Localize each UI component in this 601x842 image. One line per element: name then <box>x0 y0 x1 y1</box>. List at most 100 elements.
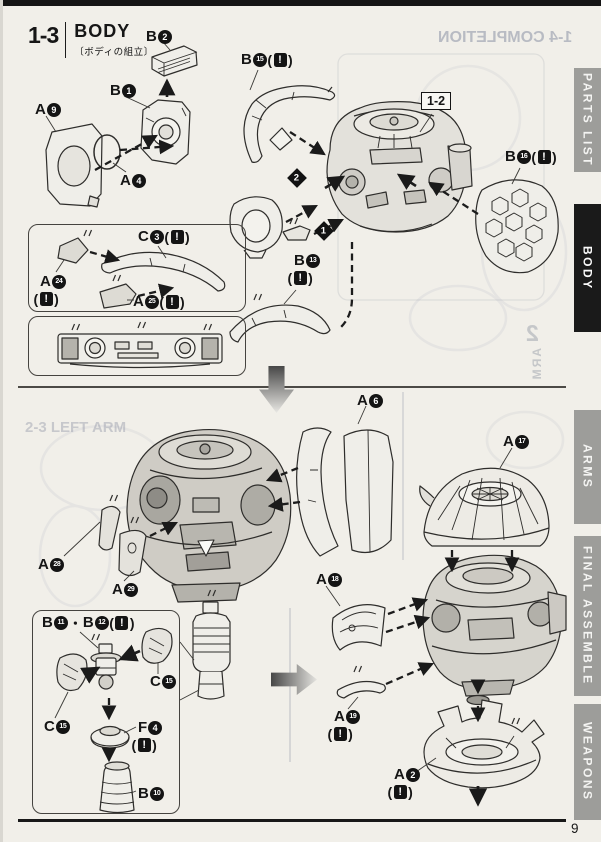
torso-upper-art <box>326 101 473 233</box>
part-a17-art <box>419 467 550 547</box>
part-a2-art <box>423 699 545 789</box>
solid-arrows-bottom <box>80 644 488 807</box>
part-c15-left-art <box>56 653 88 692</box>
part-letter: A <box>316 571 327 588</box>
part-number-badge: 10 <box>149 786 164 801</box>
paren: ( <box>327 725 333 742</box>
part-letter: B <box>505 148 516 165</box>
part-letter: C <box>44 718 55 735</box>
paren: ( <box>159 293 165 310</box>
paren: ) <box>185 228 190 245</box>
part-number-badge: 9 <box>46 102 61 117</box>
step-ref-box: 1-2 <box>421 92 452 110</box>
part-letter: A <box>120 172 131 189</box>
part-number-badge: 4 <box>148 720 163 735</box>
sidebar-tab-body: BODY <box>574 204 601 332</box>
part-f4-art <box>90 725 130 749</box>
part-number-badge: 4 <box>131 173 146 188</box>
part-letter: B <box>294 252 305 269</box>
part-letter: A <box>133 293 144 310</box>
part-b13-art <box>229 304 331 343</box>
part-a29-art <box>118 529 147 577</box>
part-a25-art <box>99 283 137 309</box>
part-number-badge: 16 <box>516 149 531 164</box>
subassembly-box-c3 <box>28 224 246 312</box>
warning-icon: ! <box>393 784 407 799</box>
part-number-badge: 2 <box>157 29 172 44</box>
part-letter: B <box>146 28 157 45</box>
part-b2-art <box>151 45 198 77</box>
section-title: BODY <box>74 21 131 41</box>
paren: ( <box>267 51 273 68</box>
part-number-badge: 24 <box>51 274 66 289</box>
part-number-badge: 11 <box>53 615 68 630</box>
warning-icon: ! <box>39 291 53 306</box>
warning-icon: ! <box>333 726 347 741</box>
part-number-badge: 17 <box>514 434 529 449</box>
part-number-badge: 15 <box>55 719 70 734</box>
leader-lines-bottom <box>54 405 513 794</box>
dashed-path-b13 <box>340 242 354 328</box>
part-b16-art <box>475 179 559 274</box>
part-a6-art <box>296 427 394 557</box>
step-marker-2-number: 2 <box>294 172 300 184</box>
part-c3-art <box>101 251 226 292</box>
part-number-badge: 15 <box>161 674 176 689</box>
part-vent-art <box>57 333 223 369</box>
part-letter: B <box>82 614 94 631</box>
sidebar-tab-arms: ARMS <box>574 410 601 524</box>
page-number: 9 <box>571 821 579 836</box>
part-number-badge: 28 <box>49 557 64 572</box>
section-number: 1-3 <box>28 22 59 48</box>
ghost-arm-tab-number: 2 <box>526 320 539 346</box>
part-number-badge: 2 <box>405 767 420 782</box>
torso-lower-right-art <box>422 554 567 697</box>
part-number-badge: 6 <box>368 393 383 408</box>
torso-lower-left-art <box>126 428 292 603</box>
ghost-left-arm-title: 2-3 LEFT ARM <box>25 419 127 436</box>
paren: ) <box>308 269 313 286</box>
section-subtitle: 〔ボディの組立〕 <box>74 47 154 58</box>
warning-icon: ! <box>273 52 287 67</box>
part-chin-art <box>282 225 311 241</box>
part-number-badge: 25 <box>144 294 159 309</box>
part-number-badge: 18 <box>327 572 342 587</box>
paren: ( <box>109 614 114 631</box>
part-b1-art <box>140 99 191 165</box>
part-number-badge: 19 <box>345 709 360 724</box>
part-a18-art <box>331 604 386 651</box>
ghost-completion-title: 1-4 COMPLETION <box>438 29 573 46</box>
part-a9-art <box>45 123 103 208</box>
step-marker-1-number: 1 <box>321 225 327 237</box>
ghost-arm-tab-label: ARM <box>530 348 544 382</box>
part-number-badge: 12 <box>94 615 109 630</box>
part-letter: A <box>35 101 46 118</box>
